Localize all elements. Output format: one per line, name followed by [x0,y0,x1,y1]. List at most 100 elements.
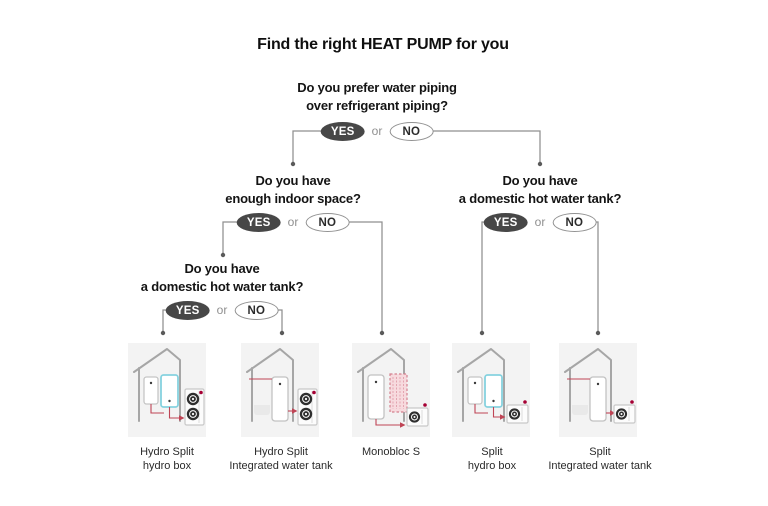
question-water-piping: Do you prefer water piping over refriger… [297,79,457,114]
question-line: a domestic hot water tank? [140,278,304,294]
connector-q1-yes [292,130,321,162]
refrigerant-pipes [474,404,500,418]
connector-endpoint-dot [595,330,601,336]
page-title: Find the right HEAT PUMP for you [257,36,509,53]
product-label-line: hydro box [142,460,192,472]
choice-row-q1: YES or NO [320,122,434,141]
product-tile-hydro-split-integrated-water-tank [241,343,319,437]
question-indoor-space: Do you have enough indoor space? [225,172,361,207]
connector-q1-no [433,130,541,162]
outdoor-unit-double-fan [297,388,318,426]
product-tile-split-hydro-box [452,343,530,437]
or-label: or [534,215,546,229]
product-label-line: Integrated water tank [548,460,652,472]
connector-endpoint-dot [220,252,226,258]
connector-endpoint-dot [160,330,166,336]
connector-q2left-yes [222,221,237,253]
product-label-hydro-split-integrated-water-tank: Hydro Split Integrated water tank [229,445,332,473]
yes-pill: YES [320,122,365,141]
product-image-hydro-split-integrated-water-tank [246,348,318,426]
house-icon [457,348,505,422]
yes-pill: YES [236,213,281,232]
refrigerant-pipes [150,404,179,419]
no-pill: NO [305,213,350,232]
or-label: or [371,124,383,138]
pipe-arrow [292,408,298,414]
product-image-monobloc-s [357,348,429,428]
bathtub-shape [572,405,588,415]
product-label-line: Hydro Split [140,446,194,458]
question-hot-water-tank-right: Do you have a domestic hot water tank? [458,172,622,207]
product-tile-monobloc-s [352,343,430,437]
product-tile-split-integrated-water-tank [559,343,637,437]
choice-row-q3: YES or NO [165,301,279,320]
indoor-hydro-units [143,374,179,408]
product-image-split-integrated-water-tank [564,348,636,424]
pipe-arrow [400,422,406,428]
or-label: or [216,303,228,317]
connector-endpoint-dot [379,330,385,336]
house-icon [133,348,181,422]
yes-pill: YES [165,301,210,320]
lg-logo-dot [523,400,527,404]
house-icon [564,348,612,422]
connector-endpoint-dot [537,161,543,167]
product-image-hydro-split-hydro-box [133,348,205,426]
water-pipes [567,378,610,414]
no-pill: NO [552,213,597,232]
lg-logo-dot [423,403,427,407]
pipe-arrow [179,415,185,421]
product-tile-hydro-split-hydro-box [128,343,206,437]
house-icon [246,348,294,422]
water-tank-unit [271,376,289,422]
product-label-line: Split [589,446,611,458]
yes-pill: YES [483,213,528,232]
product-label-monobloc-s: Monobloc S [362,445,420,459]
question-line: Do you have [502,173,578,188]
water-tank-unit [589,376,607,422]
pipe-arrow [610,410,616,416]
connector-q2right-no [596,221,599,331]
product-label-split-integrated-water-tank: Split Integrated water tank [548,445,651,473]
connector-endpoint-dot [290,161,296,167]
outdoor-unit-single-fan [506,400,529,424]
radiator-shape [389,373,408,413]
lg-logo-dot [312,390,316,395]
connector-endpoint-dot [279,330,285,336]
outdoor-unit-single-fan [406,403,429,427]
connector-q3-no [278,309,283,331]
product-image-split-hydro-box [457,348,529,424]
no-pill: NO [389,122,434,141]
connector-endpoint-dot [479,330,485,336]
outdoor-unit-double-fan [184,388,205,426]
bathtub-shape [254,405,270,415]
water-pipe [375,419,400,426]
product-label-split-hydro-box: Split hydro box [468,445,516,473]
question-line: Do you have [184,261,260,276]
question-line: enough indoor space? [225,190,361,206]
product-label-hydro-split-hydro-box: Hydro Split hydro box [140,445,194,473]
question-line: a domestic hot water tank? [458,190,622,206]
choice-row-q2-left: YES or NO [236,213,350,232]
product-label-line: hydro box [467,460,517,472]
product-label-line: Split [481,446,503,458]
indoor-hydro-units [467,374,503,408]
product-label-line: Integrated water tank [229,460,333,472]
question-hot-water-tank-left: Do you have a domestic hot water tank? [140,260,304,295]
or-label: or [287,215,299,229]
choice-row-q2-right: YES or NO [483,213,597,232]
lg-logo-dot [199,390,203,395]
question-line: Do you have [255,173,331,188]
no-pill: NO [234,301,279,320]
question-line: over refrigerant piping? [306,97,448,113]
connector-q2left-no [349,221,383,331]
water-pipes [249,378,292,412]
pipe-arrow [500,414,506,420]
outdoor-unit-single-fan [613,400,636,424]
question-line: Do you prefer water piping [297,80,457,95]
lg-logo-dot [630,400,634,404]
product-label-line: Monobloc S [361,446,421,458]
connector-q2right-yes [481,221,484,331]
water-tank-unit [367,374,385,420]
